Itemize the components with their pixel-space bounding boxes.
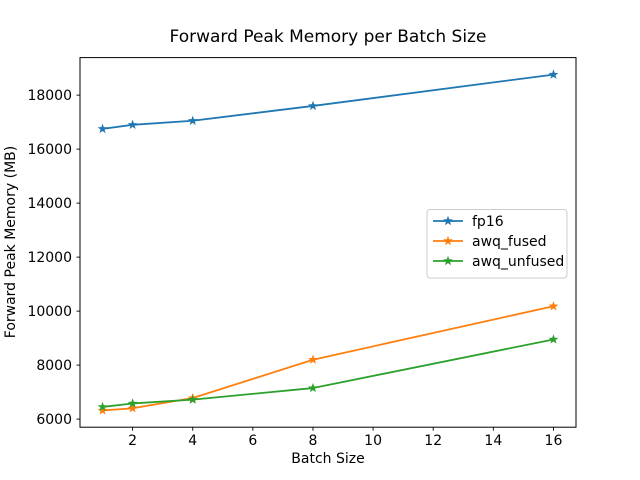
legend-marker-awq_unfused bbox=[443, 255, 453, 266]
y-tick-label: 18000 bbox=[27, 88, 72, 104]
legend-label-awq_fused: awq_fused bbox=[472, 234, 547, 250]
series-marker-awq_fused bbox=[127, 403, 138, 413]
series-line-awq_fused bbox=[101, 305, 555, 412]
series-line-awq_unfused bbox=[101, 338, 555, 408]
x-tick-label: 16 bbox=[545, 433, 563, 449]
series-marker-fp16 bbox=[97, 123, 108, 134]
chart-title: Forward Peak Memory per Batch Size bbox=[169, 27, 487, 47]
series-marker-fp16 bbox=[308, 100, 318, 111]
axes-frame bbox=[79, 57, 577, 428]
legend-label-awq_unfused: awq_unfused bbox=[472, 254, 564, 270]
x-axis-label: Batch Size bbox=[291, 451, 365, 467]
y-tick-label: 14000 bbox=[27, 196, 72, 212]
x-tick-label: 14 bbox=[484, 433, 502, 449]
y-tick-label: 16000 bbox=[27, 142, 72, 158]
series-marker-awq_unfused bbox=[308, 382, 318, 393]
x-tick-label: 12 bbox=[424, 433, 442, 449]
series-marker-awq_fused bbox=[97, 405, 108, 415]
x-tick-label: 4 bbox=[188, 433, 197, 449]
series-line-fp16 bbox=[101, 73, 555, 130]
series-marker-awq_fused bbox=[308, 354, 318, 364]
series-marker-awq_unfused bbox=[97, 401, 108, 412]
x-tick-label: 6 bbox=[248, 433, 257, 449]
series-marker-fp16 bbox=[187, 115, 198, 125]
x-tick-label: 2 bbox=[128, 433, 137, 449]
series-marker-fp16 bbox=[127, 119, 138, 130]
series-marker-awq_fused bbox=[548, 301, 559, 311]
y-tick-label: 10000 bbox=[27, 304, 72, 320]
series-marker-awq_unfused bbox=[187, 394, 198, 404]
legend-marker-awq_fused bbox=[443, 235, 453, 246]
legend-marker-fp16 bbox=[443, 215, 453, 226]
legend-label-fp16: fp16 bbox=[472, 214, 504, 230]
series-marker-awq_unfused bbox=[548, 334, 559, 344]
series-marker-awq_unfused bbox=[127, 398, 138, 408]
x-tick-label: 8 bbox=[309, 433, 318, 449]
y-tick-label: 6000 bbox=[36, 412, 72, 428]
series-marker-fp16 bbox=[548, 69, 559, 79]
y-tick-label: 12000 bbox=[27, 250, 72, 266]
y-tick-label: 8000 bbox=[36, 358, 72, 374]
y-axis-label: Forward Peak Memory (MB) bbox=[3, 145, 19, 339]
x-tick-label: 10 bbox=[364, 433, 382, 449]
